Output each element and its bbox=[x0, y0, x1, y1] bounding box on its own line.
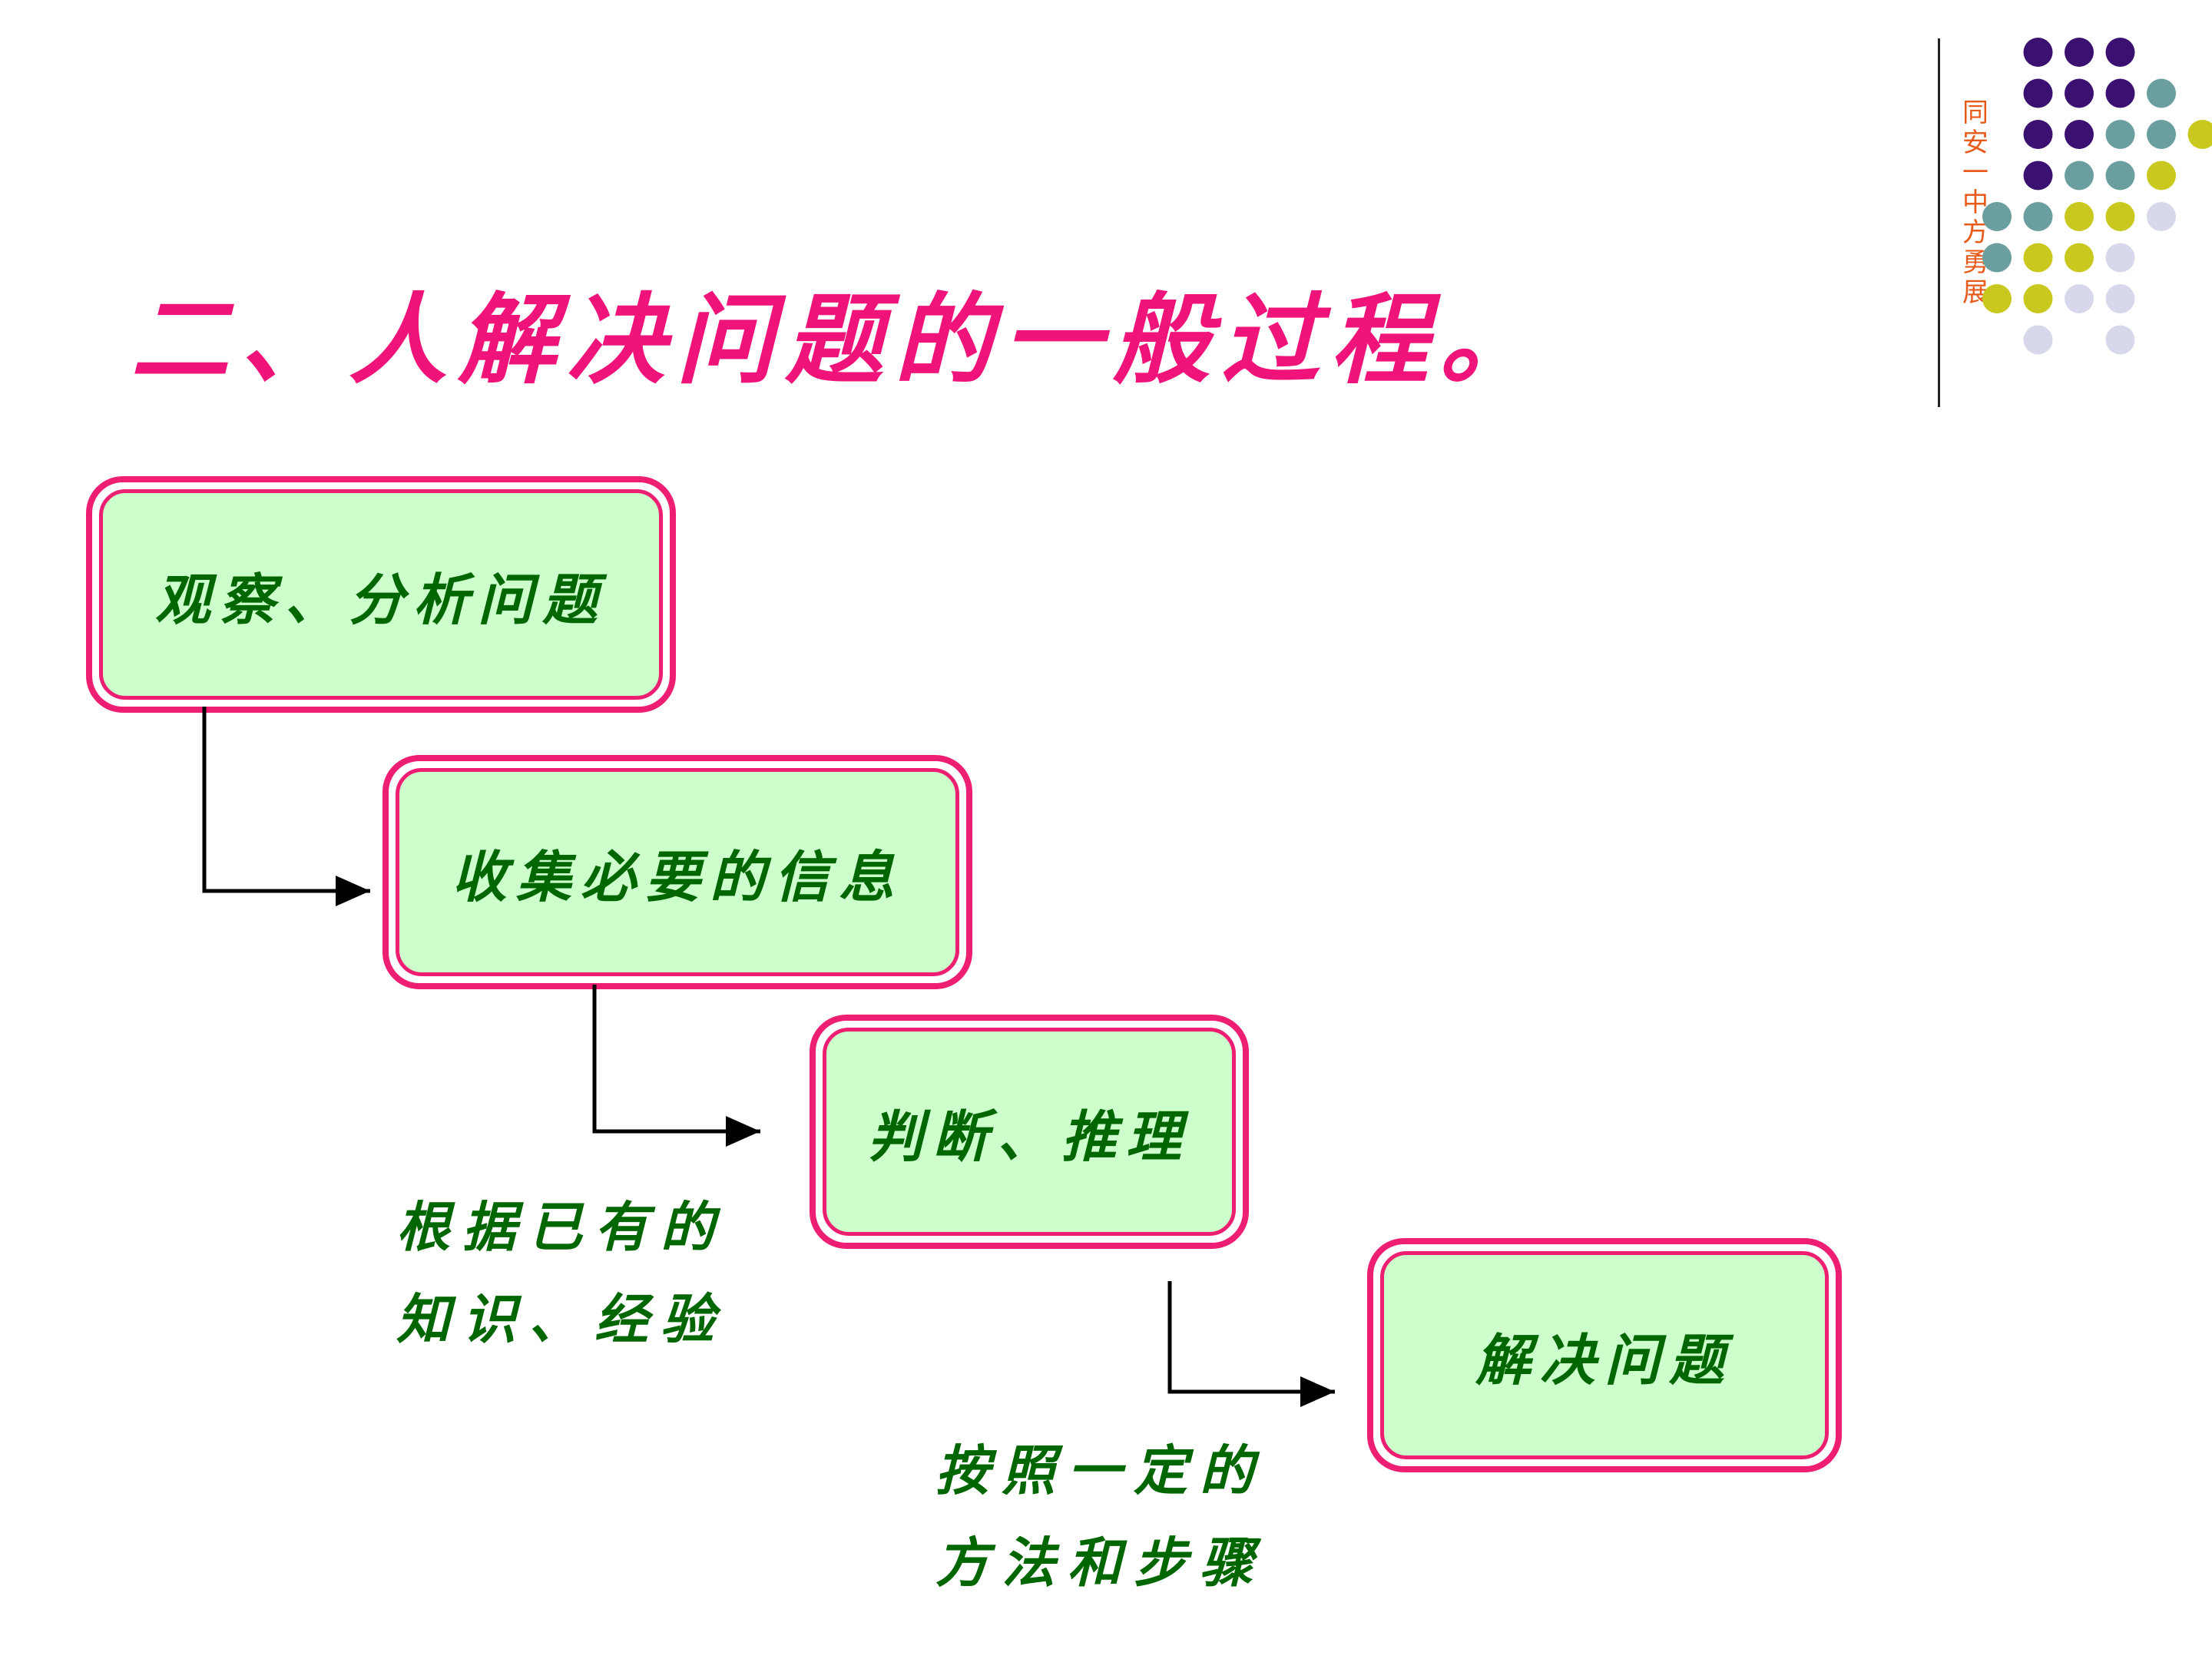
dot-grid-group bbox=[1982, 38, 2212, 355]
decorative-dot bbox=[2023, 120, 2053, 149]
connector-arrow-3 bbox=[1167, 1281, 1335, 1407]
decorative-dot bbox=[2147, 161, 2176, 190]
vertical-divider bbox=[1938, 38, 1940, 407]
slide-title: 二、人解决问题的一般过程。 bbox=[131, 283, 1549, 398]
note-line: 按照一定的 bbox=[935, 1439, 1266, 1502]
connector-arrow-1 bbox=[202, 707, 370, 906]
decorative-dot bbox=[2105, 120, 2135, 149]
decorative-dot bbox=[2065, 161, 2094, 190]
step-box-inner: 观察、分析问题 bbox=[99, 489, 663, 700]
decorative-dot bbox=[2187, 120, 2212, 149]
decorative-dot bbox=[2065, 284, 2094, 313]
decorative-dot bbox=[2105, 161, 2135, 190]
step-box-inner: 解决问题 bbox=[1380, 1251, 1829, 1459]
decorative-dot bbox=[2105, 325, 2135, 355]
decorative-dot bbox=[1982, 202, 2012, 231]
step-box-solve-problem: 解决问题 bbox=[1367, 1238, 1842, 1472]
note-method-steps: 按照一定的 方法和步骤 bbox=[935, 1425, 1266, 1609]
step-label: 判断、推理 bbox=[867, 1104, 1190, 1169]
decorative-dot bbox=[1982, 243, 2012, 273]
decorative-dot bbox=[2023, 325, 2053, 355]
note-line: 根据已有的 bbox=[396, 1196, 727, 1259]
decorative-dot bbox=[2065, 78, 2094, 108]
decorative-dot bbox=[2023, 161, 2053, 190]
decorative-dot bbox=[2105, 38, 2135, 67]
connector-arrow-2 bbox=[592, 985, 760, 1147]
decorative-dot bbox=[2023, 243, 2053, 273]
decorative-dot bbox=[2105, 78, 2135, 108]
decorative-dot bbox=[2105, 284, 2135, 313]
decorative-dot bbox=[2105, 202, 2135, 231]
note-knowledge-experience: 根据已有的 知识、经验 bbox=[396, 1181, 727, 1366]
decorative-dot bbox=[2023, 38, 2053, 67]
decorative-dot bbox=[2065, 38, 2094, 67]
step-box-inner: 收集必要的信息 bbox=[396, 768, 959, 976]
note-line: 知识、经验 bbox=[396, 1288, 727, 1351]
decorative-dot bbox=[2105, 243, 2135, 273]
decorative-dot bbox=[2065, 202, 2094, 231]
step-box-judge-reason: 判断、推理 bbox=[810, 1015, 1249, 1249]
decorative-dot bbox=[2023, 284, 2053, 313]
step-box-inner: 判断、推理 bbox=[823, 1028, 1236, 1236]
decorative-dot bbox=[2147, 202, 2176, 231]
decorative-dot bbox=[2147, 120, 2176, 149]
decorative-dot bbox=[2147, 78, 2176, 108]
decorative-dot bbox=[2023, 202, 2053, 231]
note-line: 方法和步骤 bbox=[935, 1532, 1266, 1594]
decorative-dot bbox=[2023, 78, 2053, 108]
decorative-dot bbox=[2065, 243, 2094, 273]
step-box-collect-info: 收集必要的信息 bbox=[382, 755, 972, 989]
decorative-dot bbox=[1982, 284, 2012, 313]
decorative-dot-grid bbox=[1982, 38, 2212, 355]
decorative-dot bbox=[2065, 120, 2094, 149]
step-label: 观察、分析问题 bbox=[154, 567, 607, 632]
step-label: 解决问题 bbox=[1475, 1328, 1734, 1392]
step-box-observe-analyze: 观察、分析问题 bbox=[86, 476, 676, 713]
step-label: 收集必要的信息 bbox=[451, 845, 903, 909]
